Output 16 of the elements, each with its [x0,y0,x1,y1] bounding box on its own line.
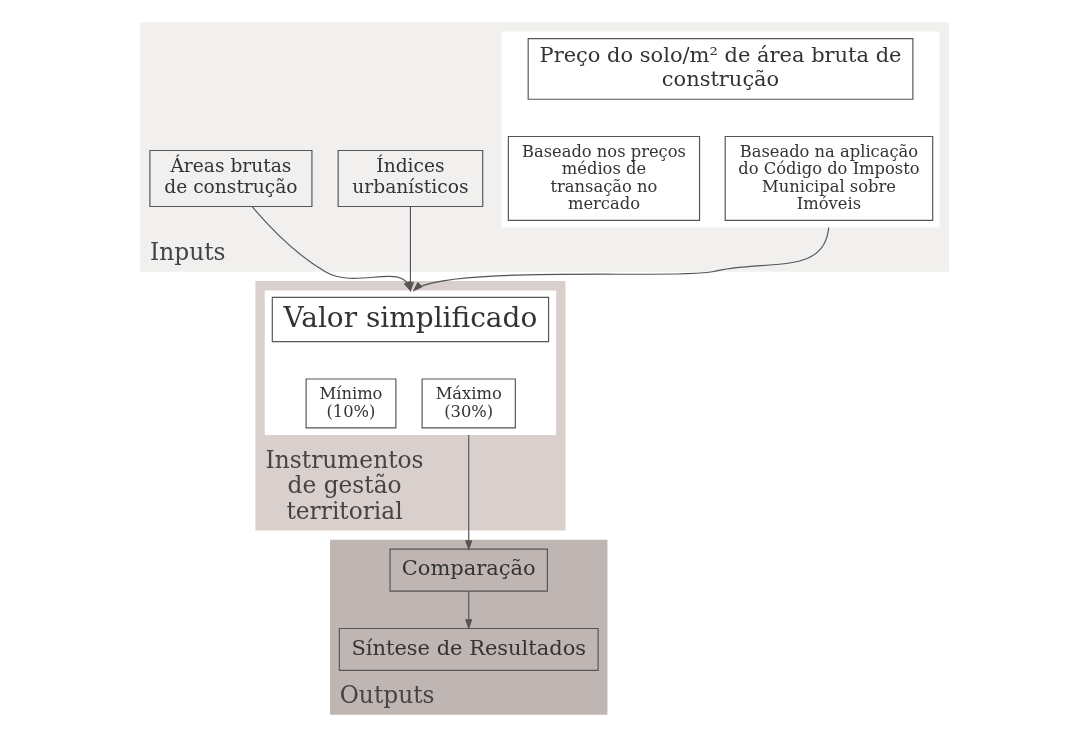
node-box: Baseado na aplicação do Código do Imposto Municipal sobre Imóveis [724,135,934,222]
node-box: Comparação [389,548,548,592]
arrow [465,590,473,630]
node-box: Áreas brutas de construção [149,149,313,208]
arrow [412,226,830,292]
arrow [465,434,473,551]
arrow [251,206,412,293]
node-box: Mínimo (10%) [305,378,397,429]
cluster [264,290,557,435]
node-box: Baseado nos preços médios de transação no mercado [507,135,701,222]
node-box: Índices urbanísticos [337,149,484,208]
node-box: Valor simplificado [271,296,550,343]
node-box: Máximo (30%) [421,378,516,429]
node-box: Preço do solo/m² de área bruta de construção [527,38,914,100]
cluster [501,31,940,228]
node-box: Síntese de Resultados [338,627,599,671]
